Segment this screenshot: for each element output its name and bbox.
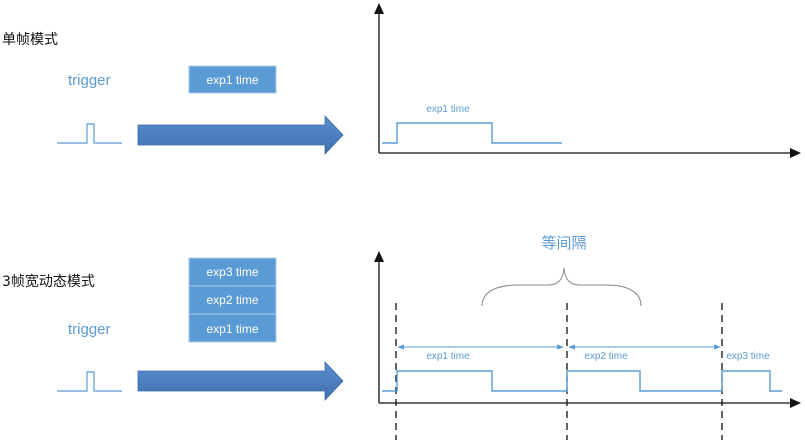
- multi-pulse-label-exp1: exp1 time: [426, 351, 470, 362]
- single-exp1-box: exp1 time: [188, 65, 277, 94]
- multi-trigger-label: trigger: [68, 321, 111, 338]
- single-y-axis-arrowhead: [374, 3, 384, 14]
- multi-mode-title: 3帧宽动态模式: [2, 273, 95, 290]
- multi-exp1-box-label: exp1 time: [206, 322, 258, 336]
- single-x-axis-arrowhead: [790, 148, 801, 158]
- multi-pulse-label-exp3: exp3 time: [726, 351, 770, 362]
- multi-exp3-box-label: exp3 time: [206, 265, 258, 279]
- multi-exposure-waveform: [382, 370, 782, 392]
- multi-exp2-box: exp2 time: [188, 285, 277, 315]
- single-trigger-label: trigger: [68, 72, 111, 89]
- equal-interval-label: 等间隔: [541, 234, 586, 252]
- single-mode-axes: [374, 3, 801, 158]
- multi-y-axis-arrowhead: [374, 251, 384, 262]
- multi-exp3-box: exp3 time: [188, 257, 277, 287]
- multi-trigger-pulse: [57, 371, 122, 392]
- single-trigger-pulse: [57, 123, 122, 144]
- single-exposure-waveform: [382, 122, 562, 144]
- equal-interval-brace: [481, 267, 642, 307]
- multi-mode-axes: [374, 251, 801, 408]
- single-mode-section: 单帧模式 trigger exp1 time exp1 time: [2, 3, 801, 158]
- multi-mode-section: 3帧宽动态模式 trigger exp3 time exp2 time exp1…: [2, 234, 801, 440]
- multi-mode-big-arrow: [137, 360, 344, 402]
- multi-exp1-box: exp1 time: [188, 313, 277, 343]
- multi-exp2-box-label: exp2 time: [206, 293, 258, 307]
- multi-x-axis-arrowhead: [790, 398, 801, 408]
- single-pulse-label-exp1: exp1 time: [426, 104, 470, 115]
- single-mode-big-arrow: [137, 114, 344, 156]
- single-mode-title: 单帧模式: [2, 32, 58, 48]
- multi-pulse-label-exp2: exp2 time: [584, 351, 628, 362]
- single-exp1-box-label: exp1 time: [206, 73, 258, 87]
